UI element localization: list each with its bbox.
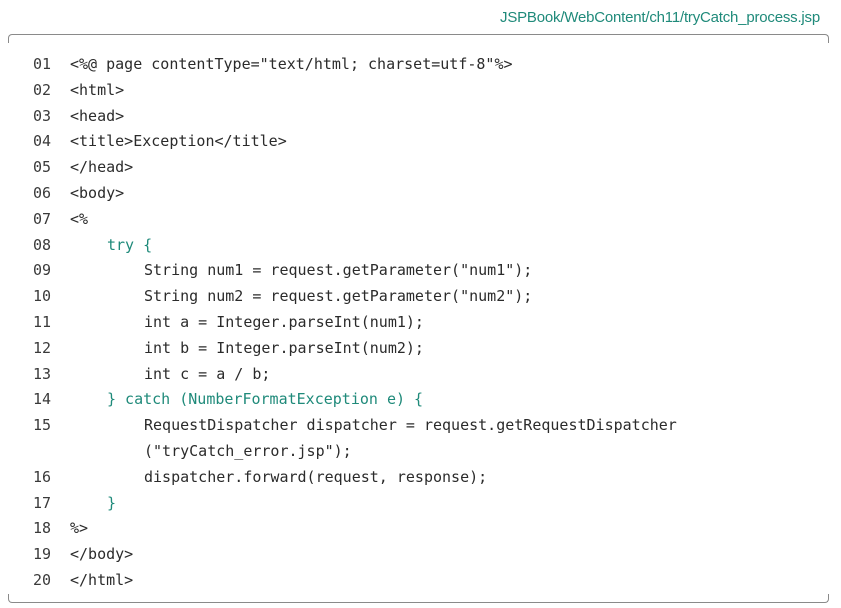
code-text: </head> xyxy=(70,158,134,177)
line-number: 17 xyxy=(33,493,52,512)
code-line-08: 08 try { xyxy=(33,236,823,262)
line-number: 13 xyxy=(33,364,52,383)
line-number: 07 xyxy=(33,209,52,228)
code-line-09: 09 String num1 = request.getParameter("n… xyxy=(33,261,823,287)
code-text: %> xyxy=(70,519,89,538)
code-line-01: 01 <%@ page contentType="text/html; char… xyxy=(33,55,823,81)
line-number: 16 xyxy=(33,467,52,486)
line-number: 02 xyxy=(33,80,52,99)
code-line-10: 10 String num2 = request.getParameter("n… xyxy=(33,287,823,313)
code-text: dispatcher.forward(request, response); xyxy=(144,467,488,486)
code-text: int b = Integer.parseInt(num2); xyxy=(144,338,424,357)
code-text: </body> xyxy=(70,545,134,564)
line-number: 20 xyxy=(33,570,52,589)
line-number: 12 xyxy=(33,338,52,357)
code-box-top-border xyxy=(8,34,829,43)
code-line-12: 12 int b = Integer.parseInt(num2); xyxy=(33,339,823,365)
line-number: 05 xyxy=(33,158,52,177)
line-number: 03 xyxy=(33,106,52,125)
code-box-bottom-border xyxy=(8,594,829,603)
code-line-14: 14 } catch (NumberFormatException e) { xyxy=(33,390,823,416)
code-line-03: 03 <head> xyxy=(33,107,823,133)
code-text: String num2 = request.getParameter("num2… xyxy=(144,287,533,306)
code-text: RequestDispatcher dispatcher = request.g… xyxy=(144,416,677,435)
code-line-15-continued: ("tryCatch_error.jsp"); xyxy=(33,442,823,468)
file-path-caption: JSPBook/WebContent/ch11/tryCatch_process… xyxy=(500,9,820,26)
line-number: 10 xyxy=(33,287,52,306)
line-number: 08 xyxy=(33,235,52,254)
code-text-keyword: try { xyxy=(107,235,153,254)
code-listing: 01 <%@ page contentType="text/html; char… xyxy=(33,55,823,597)
code-text: <title>Exception</title> xyxy=(70,132,287,151)
line-number: 19 xyxy=(33,545,52,564)
code-text: <body> xyxy=(70,183,125,202)
code-line-20: 20 </html> xyxy=(33,571,823,597)
code-text: <%@ page contentType="text/html; charset… xyxy=(70,55,513,73)
code-text: </html> xyxy=(70,570,134,589)
code-text: <html> xyxy=(70,80,125,99)
line-number xyxy=(33,442,70,468)
line-number: 06 xyxy=(33,183,52,202)
code-line-19: 19 </body> xyxy=(33,545,823,571)
code-line-15: 15 RequestDispatcher dispatcher = reques… xyxy=(33,416,823,442)
line-number: 14 xyxy=(33,390,52,409)
code-line-06: 06 <body> xyxy=(33,184,823,210)
code-line-02: 02 <html> xyxy=(33,81,823,107)
code-text: ("tryCatch_error.jsp"); xyxy=(144,441,352,460)
line-number: 04 xyxy=(33,132,52,151)
code-line-13: 13 int c = a / b; xyxy=(33,365,823,391)
code-line-17: 17 } xyxy=(33,494,823,520)
code-line-05: 05 </head> xyxy=(33,158,823,184)
line-number: 01 xyxy=(33,55,52,73)
code-line-04: 04 <title>Exception</title> xyxy=(33,132,823,158)
code-text: int c = a / b; xyxy=(144,364,271,383)
code-line-16: 16 dispatcher.forward(request, response)… xyxy=(33,468,823,494)
code-line-07: 07 <% xyxy=(33,210,823,236)
code-text: <% xyxy=(70,209,89,228)
code-text: int a = Integer.parseInt(num1); xyxy=(144,312,424,331)
code-line-18: 18 %> xyxy=(33,519,823,545)
code-text: String num1 = request.getParameter("num1… xyxy=(144,261,533,280)
code-text-keyword: } xyxy=(107,493,117,512)
code-line-11: 11 int a = Integer.parseInt(num1); xyxy=(33,313,823,339)
code-text-keyword: } catch (NumberFormatException e) { xyxy=(107,390,424,409)
line-number: 15 xyxy=(33,416,52,435)
line-number: 09 xyxy=(33,261,52,280)
code-text: <head> xyxy=(70,106,125,125)
line-number: 11 xyxy=(33,312,52,331)
line-number: 18 xyxy=(33,519,52,538)
